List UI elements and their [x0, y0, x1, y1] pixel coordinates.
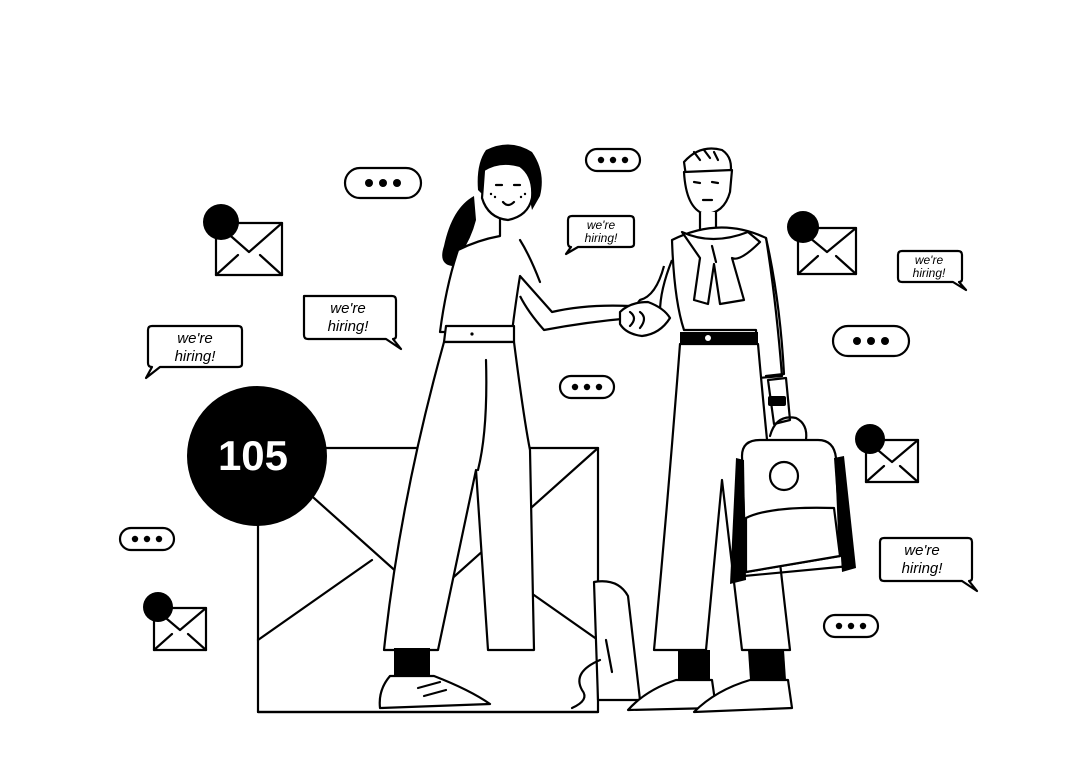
notification-dot-icon: [143, 592, 173, 622]
envelope-icon: [855, 424, 920, 484]
bubble-text-line1: we're: [177, 330, 212, 347]
backpack-icon: [730, 416, 856, 584]
hiring-speech-bubble: we're hiring!: [564, 214, 636, 256]
typing-dots-icon: [822, 613, 880, 639]
bubble-text-line1: we're: [904, 542, 939, 559]
envelope-icon: [143, 592, 208, 652]
bubble-text-line2: hiring!: [902, 560, 944, 577]
typing-dots-icon: [831, 324, 911, 358]
hiring-speech-bubble: we're hiring!: [144, 324, 244, 380]
handshake-icon: [618, 300, 672, 338]
typing-dots-icon: [584, 147, 642, 173]
hiring-speech-bubble: we're hiring!: [878, 536, 979, 593]
man-figure: [626, 147, 794, 714]
bubble-text-line2: hiring!: [585, 231, 618, 245]
hiring-speech-bubble: we're hiring!: [302, 294, 403, 351]
backpack-icon: [570, 580, 642, 710]
bubble-text-line1: we're: [915, 253, 944, 267]
bubble-text-line2: hiring!: [175, 348, 217, 365]
bubble-text-line1: we're: [330, 300, 365, 317]
notification-dot-icon: [855, 424, 885, 454]
envelope-icon: [787, 211, 858, 276]
hiring-speech-bubble: we're hiring!: [896, 249, 968, 292]
bubble-text-line2: hiring!: [328, 318, 370, 335]
badge-count: 105: [218, 432, 288, 479]
bubble-text-line1: we're: [587, 218, 616, 232]
notification-dot-icon: [787, 211, 819, 243]
notification-badge: 105: [187, 386, 327, 526]
envelope-icon: [203, 204, 284, 277]
typing-dots-icon: [343, 166, 423, 200]
watch-icon: [768, 396, 786, 406]
bubble-text-line2: hiring!: [913, 266, 946, 280]
typing-dots-icon: [118, 526, 176, 552]
woman-figure: [378, 144, 634, 710]
typing-dots-icon: [558, 374, 616, 400]
notification-dot-icon: [203, 204, 239, 240]
